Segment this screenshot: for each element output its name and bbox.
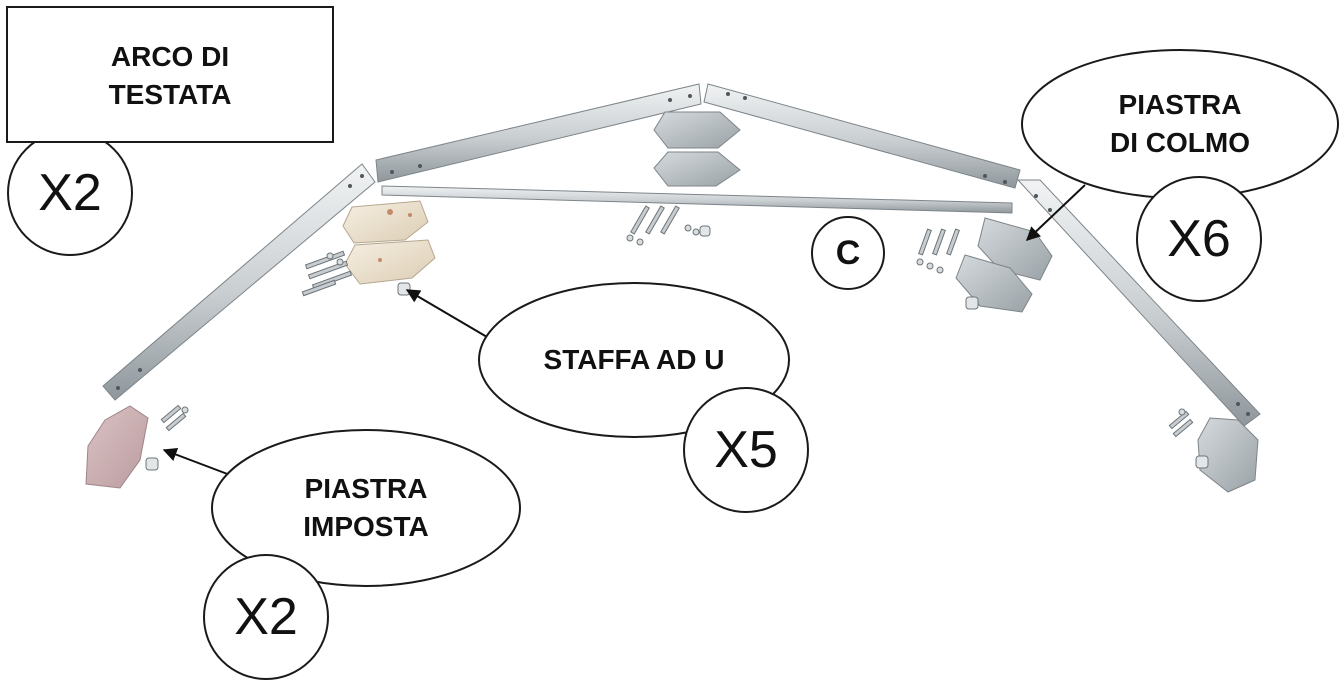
ridge-plates-top [653, 111, 741, 187]
arch-beams [102, 83, 1261, 427]
callout-shapes [7, 49, 1339, 680]
base-plate-line-1: PIASTRA [304, 473, 428, 504]
title-line-2: TESTATA [108, 79, 232, 110]
beam-holes [116, 92, 1250, 416]
ridge-plate-quantity: X6 [1167, 210, 1231, 268]
base-plate-right [1197, 417, 1259, 493]
ridge-plate [653, 151, 741, 187]
arrows [162, 184, 1086, 479]
arrow-u-bracket [405, 289, 488, 338]
hardware [145, 205, 1209, 471]
u-bracket-label: STAFFA AD U [543, 344, 725, 375]
beam-left-upper [375, 83, 702, 183]
base-plate-left [85, 405, 149, 489]
beam-right-lower [1016, 179, 1261, 427]
ridge-plate-line-2: DI COLMO [1110, 127, 1250, 158]
ridge-plate-line-1: PIASTRA [1118, 89, 1242, 120]
primed-plate [344, 239, 436, 285]
beam-left-lower [102, 163, 376, 401]
ridge-plate-label: PIASTRA DI COLMO [1022, 84, 1338, 164]
arrow-ridge-plate [1025, 184, 1086, 241]
title-quantity: X2 [38, 164, 102, 222]
title-box [6, 6, 334, 143]
marker-c-circle [811, 216, 885, 290]
title-line-1: ARCO DI [110, 41, 230, 72]
beam-right-upper [703, 83, 1021, 189]
arrow-base-plate [162, 447, 239, 479]
base-plate-ellipse [211, 429, 521, 587]
base-plate-qty-circle [203, 554, 329, 680]
u-bracket-quantity: X5 [714, 421, 778, 479]
ridge-plate [653, 111, 741, 149]
base-plate-quantity: X2 [234, 588, 298, 646]
base-plate-line-2: IMPOSTA [303, 511, 429, 542]
base-plate-label: PIASTRA IMPOSTA [212, 468, 520, 548]
title-label: ARCO DI TESTATA [6, 36, 334, 116]
primed-plate [342, 200, 429, 244]
marker-c-label: C [835, 234, 861, 272]
ridge-plate-qty-circle [1136, 176, 1262, 302]
primed-plates [342, 200, 436, 285]
u-bracket-qty-circle [683, 387, 809, 513]
tie-rod [381, 185, 1013, 214]
